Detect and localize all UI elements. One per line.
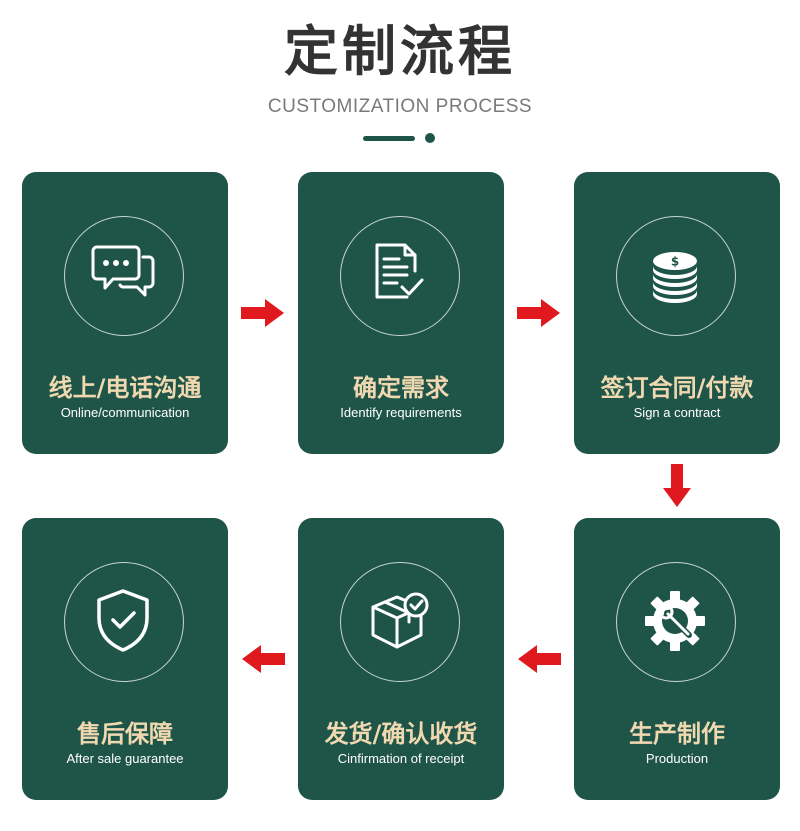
decorative-dot [425, 133, 435, 143]
step-title: 确定需求 [353, 374, 449, 402]
arrow-right-icon [517, 299, 560, 327]
step-title: 生产制作 [629, 720, 725, 748]
document-check-icon [375, 243, 424, 299]
coins-icon: $ [653, 252, 697, 303]
arrow-right-icon [241, 299, 284, 327]
icon-circle [64, 562, 184, 682]
step-card-sign-contract: $ 签订合同/付款 Sign a contract [574, 172, 780, 454]
chat-bubbles-icon [91, 245, 155, 297]
step-card-online-communication: 线上/电话沟通 Online/communication [22, 172, 228, 454]
icon-circle [340, 562, 460, 682]
step-card-identify-requirements: 确定需求 Identify requirements [298, 172, 504, 454]
icon-circle: $ [616, 216, 736, 336]
step-card-confirmation-of-receipt: 发货/确认收货 Cinfirmation of receipt [298, 518, 504, 800]
icon-circle [616, 562, 736, 682]
page-subtitle: CUSTOMIZATION PROCESS [267, 96, 533, 117]
step-subtitle: Sign a contract [633, 405, 721, 420]
svg-text:$: $ [671, 255, 679, 269]
decorative-line [363, 136, 415, 141]
box-check-icon [371, 592, 429, 649]
icon-circle [64, 216, 184, 336]
arrow-left-icon [518, 645, 561, 673]
step-title: 签订合同/付款 [600, 374, 754, 402]
step-card-production: 生产制作 Production [574, 518, 780, 800]
step-title: 线上/电话沟通 [48, 374, 202, 402]
step-subtitle: After sale guarantee [66, 751, 184, 766]
step-subtitle: Production [645, 751, 709, 766]
step-card-after-sale-guarantee: 售后保障 After sale guarantee [22, 518, 228, 800]
arrow-left-icon [242, 645, 285, 673]
shield-check-icon [97, 589, 149, 652]
step-title: 售后保障 [77, 720, 173, 748]
step-subtitle: Cinfirmation of receipt [337, 751, 465, 766]
icon-circle [340, 216, 460, 336]
step-subtitle: Online/communication [60, 405, 190, 420]
step-subtitle: Identify requirements [340, 405, 462, 420]
step-title: 发货/确认收货 [324, 720, 478, 748]
arrow-down-icon [663, 464, 691, 507]
gear-wrench-icon [645, 591, 705, 651]
page-title: 定制流程 [284, 20, 516, 83]
